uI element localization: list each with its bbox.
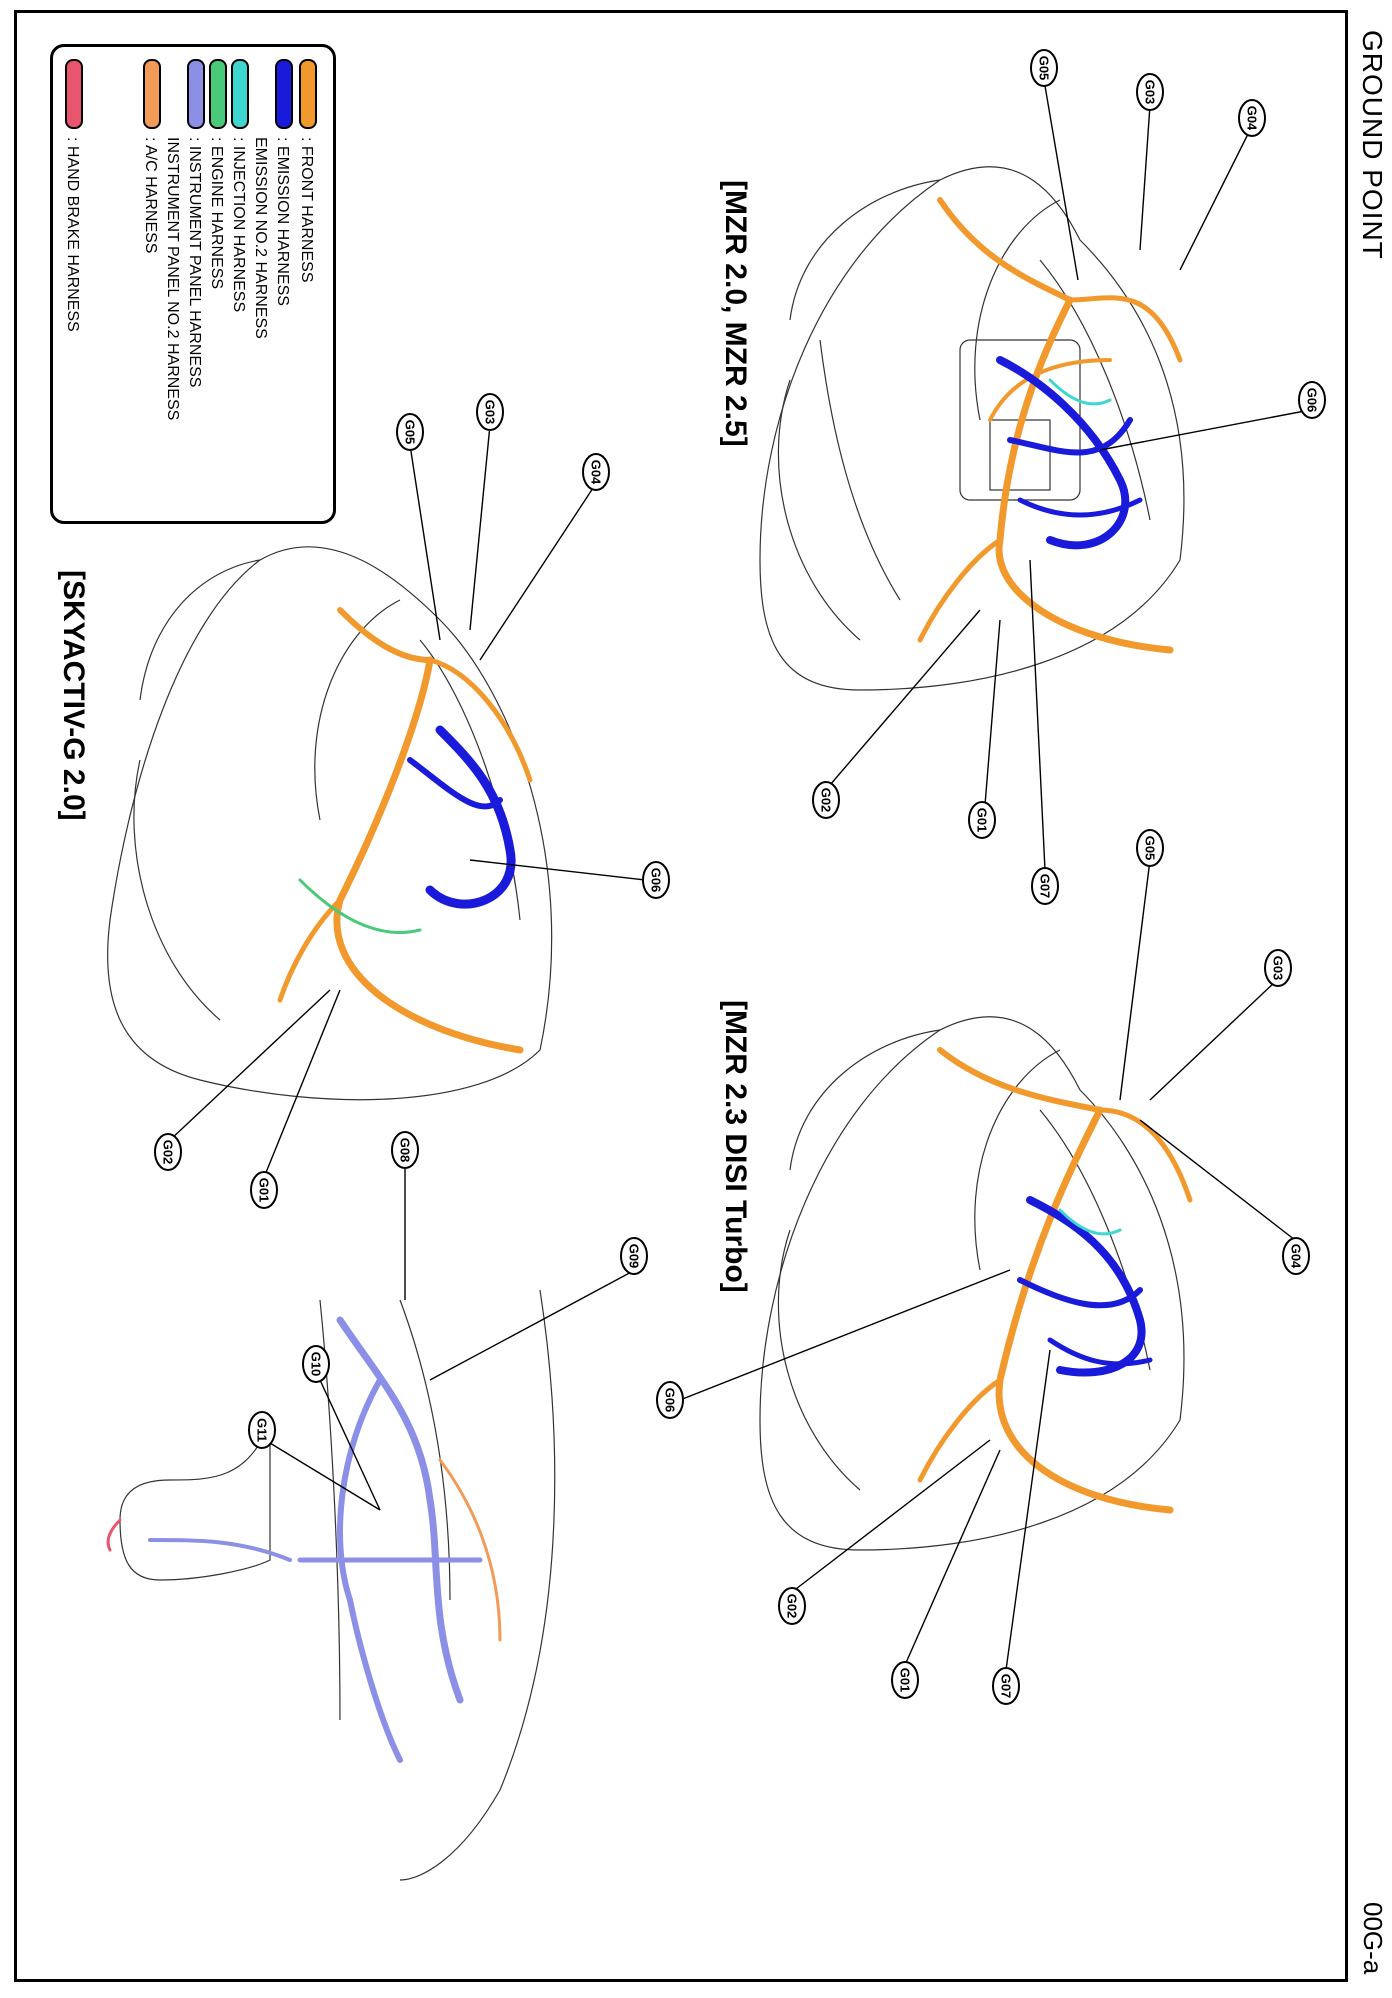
svg-text:G05: G05 xyxy=(1037,56,1052,81)
ground-point-g06-skyactiv: G06 xyxy=(642,861,670,899)
legend-swatch xyxy=(275,59,293,129)
svg-text:G02: G02 xyxy=(819,788,834,813)
legend-swatch xyxy=(209,59,227,129)
svg-text:G03: G03 xyxy=(1271,956,1286,981)
legend-swatch xyxy=(231,59,249,129)
harness-cabin xyxy=(106,1316,502,1763)
ground-point-g03-mzr20: G03 xyxy=(1136,73,1164,111)
legend-item-emission-harness: : EMISSION HARNESS xyxy=(274,59,293,306)
harness-skyactiv xyxy=(277,607,533,1054)
svg-text:G09: G09 xyxy=(627,1244,642,1269)
svg-text:G02: G02 xyxy=(161,1140,176,1165)
ground-point-g03-skyactiv: G03 xyxy=(476,393,504,431)
cabin-instrument-panel xyxy=(119,1289,556,1881)
ground-point-g02-mzr20: G02 xyxy=(812,781,840,819)
svg-text:G11: G11 xyxy=(255,1418,270,1442)
harness-mzr23 xyxy=(917,1047,1193,1514)
ground-point-g08-cabin: G08 xyxy=(391,1131,419,1169)
ground-point-g03-mzr23: G03 xyxy=(1264,949,1292,987)
svg-text:G03: G03 xyxy=(483,400,498,425)
legend-item-instrument-panel-harness: : INSTRUMENT PANEL HARNESS xyxy=(186,59,205,387)
harness-color-legend: : FRONT HARNESS : EMISSION HARNESS EMISS… xyxy=(50,44,336,524)
svg-text:G01: G01 xyxy=(257,1178,272,1203)
ground-point-g05-mzr20: G05 xyxy=(1030,49,1058,87)
svg-text:G04: G04 xyxy=(589,460,604,485)
ground-point-g05-mzr23: G05 xyxy=(1136,829,1164,867)
ground-point-g02-skyactiv: G02 xyxy=(154,1133,182,1171)
legend-swatch xyxy=(143,59,161,129)
legend-swatch xyxy=(65,59,83,129)
ground-point-g04-mzr20: G04 xyxy=(1238,99,1266,137)
ground-point-g01-mzr23: G01 xyxy=(891,1661,919,1699)
page-border xyxy=(14,10,1348,1982)
svg-text:G01: G01 xyxy=(975,808,990,833)
engine-bay-skyactiv xyxy=(107,546,553,1101)
ground-point-g07-mzr23: G07 xyxy=(992,1667,1020,1705)
svg-text:G06: G06 xyxy=(663,1388,678,1413)
svg-text:G02: G02 xyxy=(785,1594,800,1619)
legend-item-ac-harness: : A/C HARNESS xyxy=(142,59,161,253)
ground-callouts xyxy=(169,79,1311,1671)
legend-item-engine-harness: : ENGINE HARNESS xyxy=(208,59,227,289)
ground-point-g01-mzr20: G01 xyxy=(968,801,996,839)
legend-swatch xyxy=(187,59,205,129)
svg-text:G04: G04 xyxy=(1245,106,1260,131)
svg-text:G07: G07 xyxy=(1038,874,1053,899)
ground-point-g01-skyactiv: G01 xyxy=(250,1171,278,1209)
ground-point-g04-skyactiv: G04 xyxy=(582,453,610,491)
harness-mzr20 xyxy=(917,197,1183,654)
ground-point-g05-skyactiv: G05 xyxy=(396,413,424,451)
svg-text:G06: G06 xyxy=(649,868,664,893)
engine-bay-mzr23 xyxy=(759,1016,1185,1551)
ground-point-g09-cabin: G09 xyxy=(620,1237,648,1275)
ground-point-g04-mzr23: G04 xyxy=(1282,1237,1310,1275)
legend-item-front-harness: : FRONT HARNESS xyxy=(298,59,317,283)
svg-text:G04: G04 xyxy=(1289,1244,1304,1269)
ground-point-g07-mzr20: G07 xyxy=(1031,867,1059,905)
ground-point-g11-cabin: G11 xyxy=(248,1411,276,1449)
legend-item-injection-harness: : INJECTION HARNESS xyxy=(230,59,249,312)
svg-text:G05: G05 xyxy=(1143,836,1158,861)
ground-point-g06-mzr20: G06 xyxy=(1298,381,1326,419)
legend-item-hand-brake-harness: : HAND BRAKE HARNESS xyxy=(64,59,83,332)
svg-text:G01: G01 xyxy=(898,1668,913,1693)
engine-bay-mzr20 xyxy=(759,166,1185,691)
svg-text:G08: G08 xyxy=(398,1138,413,1163)
ground-point-g10-cabin: G10 xyxy=(302,1345,330,1383)
ground-point-g02-mzr23: G02 xyxy=(778,1587,806,1625)
ground-point-g06-mzr23: G06 xyxy=(656,1381,684,1419)
svg-text:G03: G03 xyxy=(1143,80,1158,105)
svg-text:G07: G07 xyxy=(999,1674,1014,1699)
legend-swatch xyxy=(299,59,317,129)
svg-text:G06: G06 xyxy=(1305,388,1320,413)
svg-text:G05: G05 xyxy=(403,420,418,445)
svg-text:G10: G10 xyxy=(309,1352,324,1377)
